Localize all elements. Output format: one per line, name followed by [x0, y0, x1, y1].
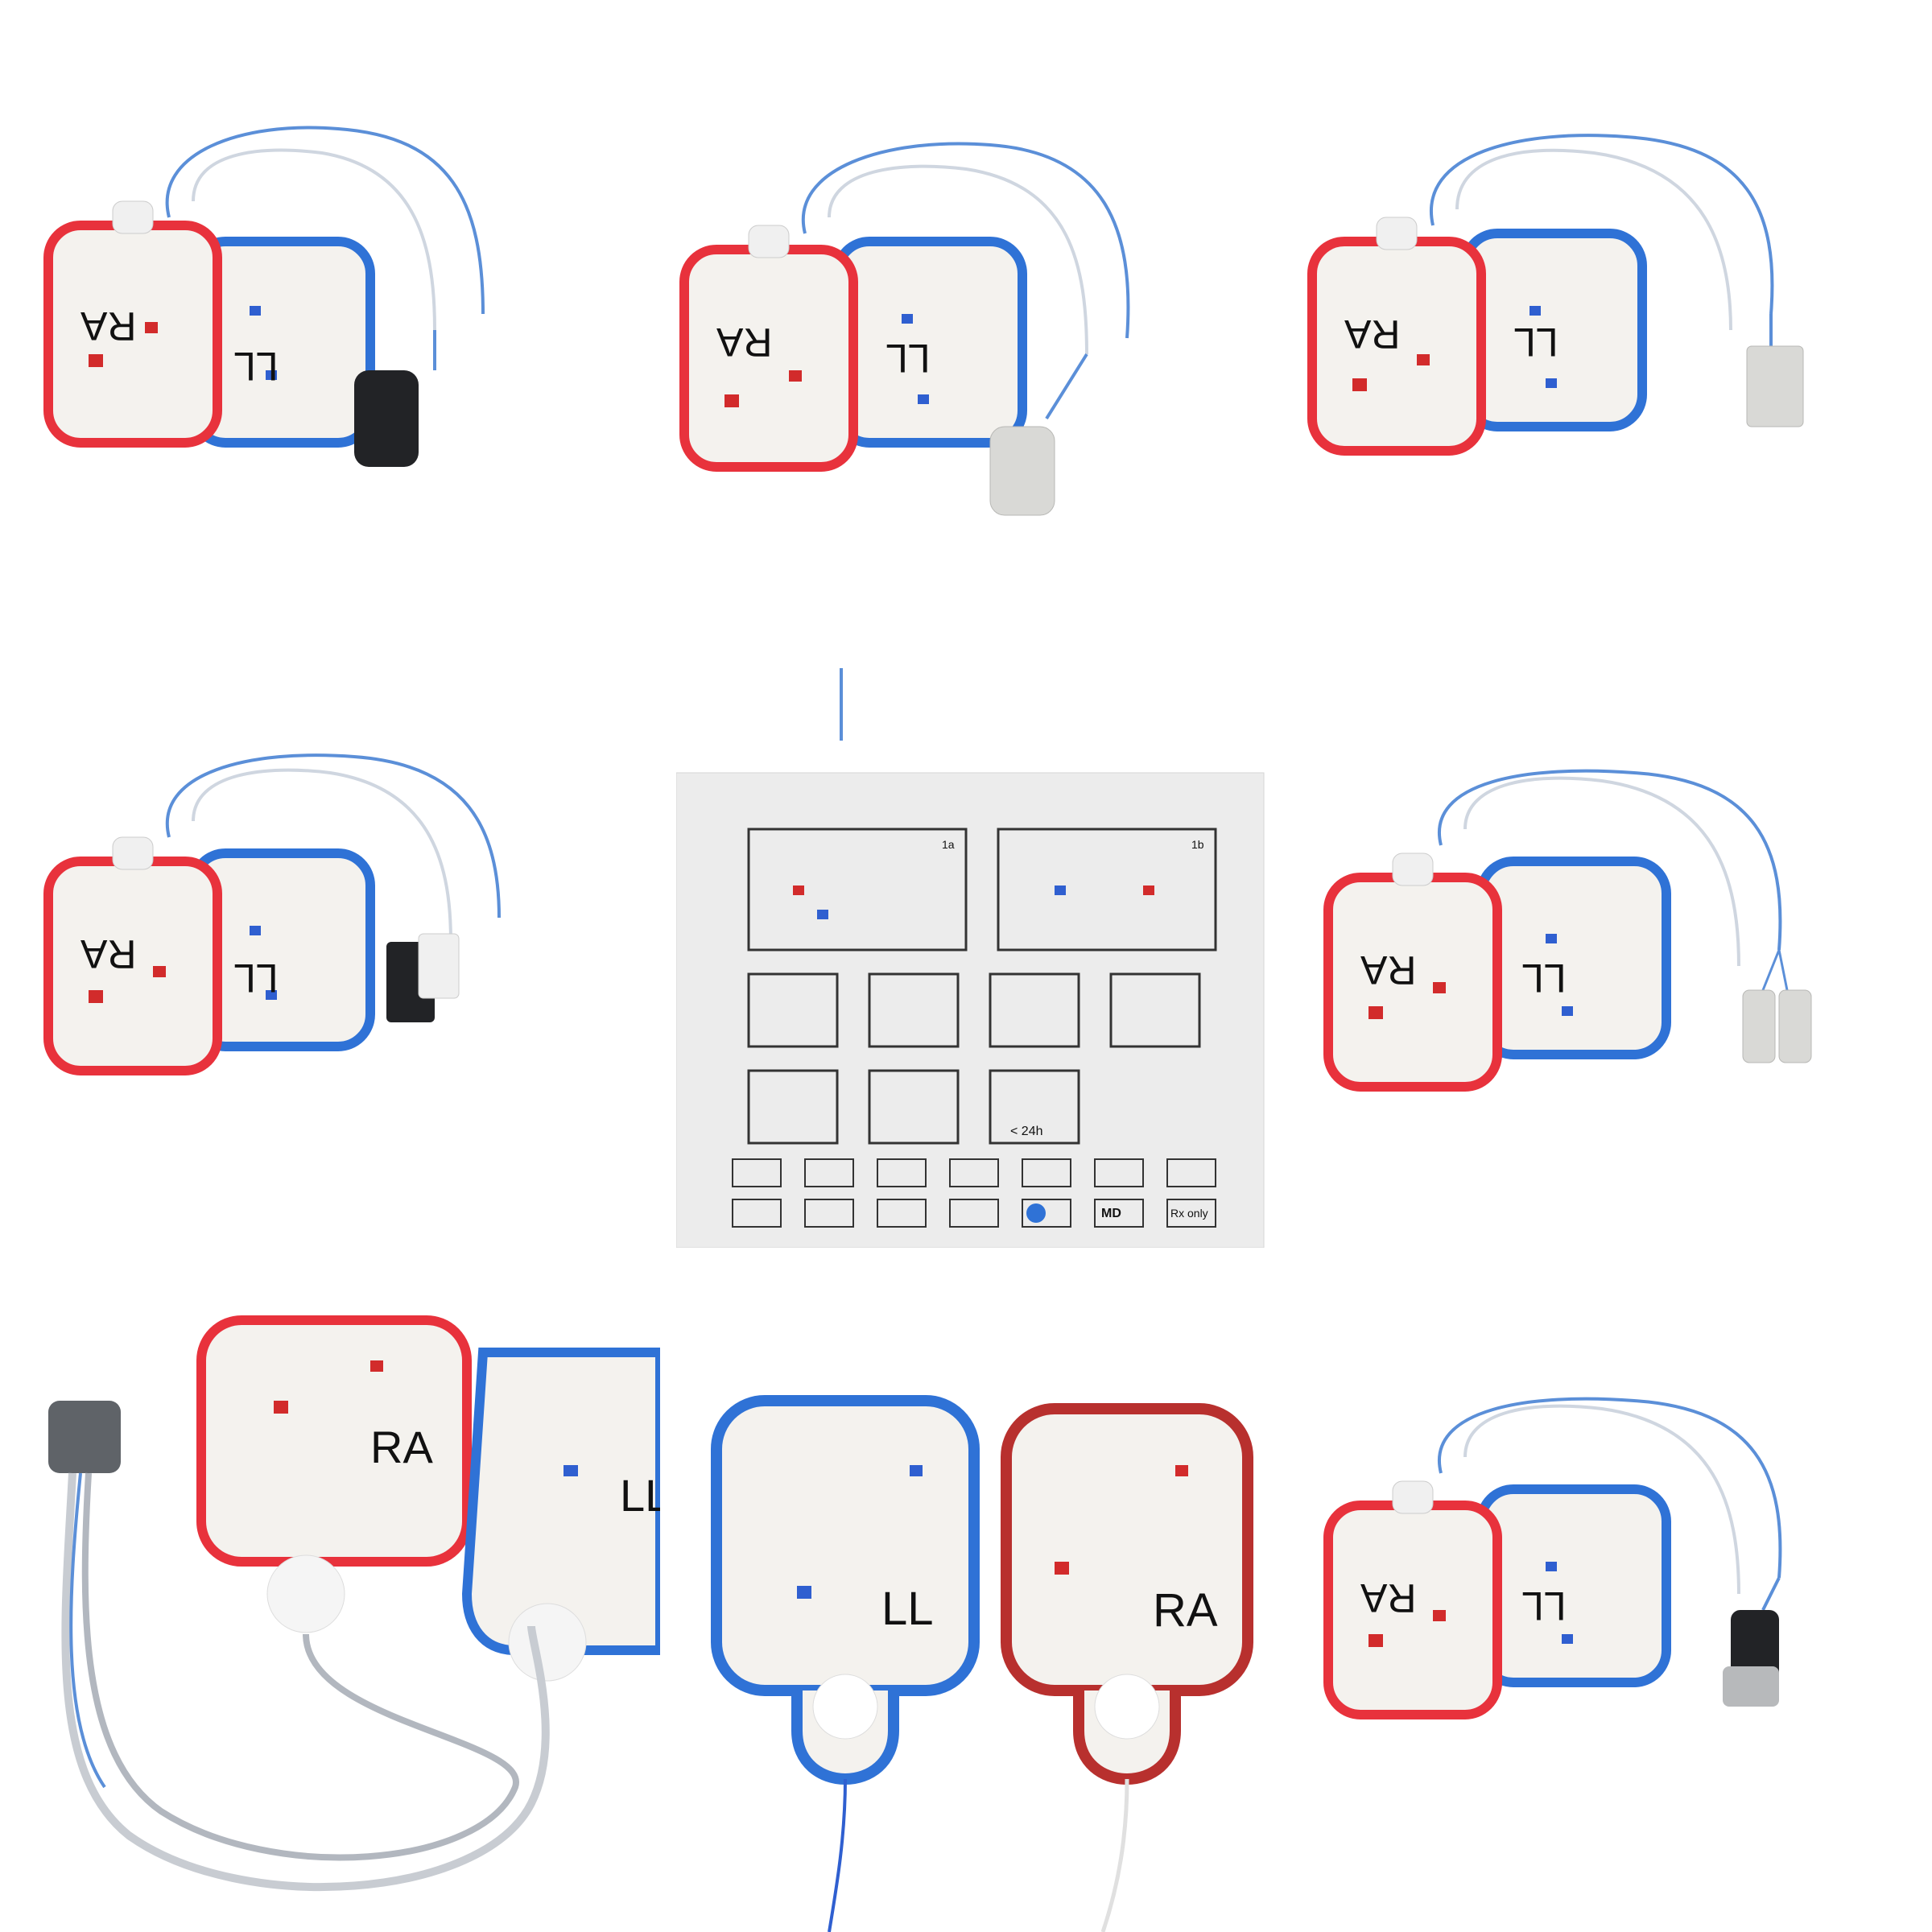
pouch-time-label: < 24h	[1010, 1125, 1043, 1138]
ra-label: RA	[1153, 1584, 1218, 1637]
circular-connector-plug	[48, 1401, 121, 1473]
pads-illustration	[43, 753, 501, 1075]
ll-label: LL	[881, 1583, 934, 1635]
ra-label: RA	[716, 320, 773, 365]
pads-illustration	[48, 1315, 660, 1892]
pads-illustration	[679, 142, 1130, 516]
grey-connector-plug	[989, 426, 1055, 516]
ll-label: LL	[233, 344, 279, 389]
ll-label: LL	[1513, 320, 1558, 365]
plug-connector-body	[1731, 1610, 1779, 1682]
ra-label: RA	[1360, 947, 1417, 993]
pin-connector-right	[1778, 989, 1812, 1063]
black-connector-plug	[354, 370, 419, 467]
product-photo-black-connector: RA LL	[32, 105, 604, 523]
ra-label: RA	[1360, 1575, 1417, 1620]
ll-label: LL	[620, 1470, 660, 1521]
product-photo-grey-connector: RA LL	[668, 129, 1264, 555]
pin-connector-left	[1742, 989, 1776, 1063]
ll-label: LL	[886, 336, 931, 381]
product-photo-square-connector: RA LL	[1296, 121, 1892, 539]
pads-illustration	[1323, 1397, 1782, 1719]
ra-label: RA	[80, 303, 137, 349]
product-photo-pads-front: LL RA	[700, 1385, 1264, 1932]
ll-label: LL	[1521, 956, 1567, 1001]
pouch-illustration	[676, 668, 1265, 1248]
product-photo-pouch: 1a 1b < 24h MD Rx only	[676, 668, 1272, 1248]
square-connector-plug	[1746, 345, 1804, 427]
pads-illustration	[43, 126, 485, 467]
pouch-step-1a: 1a	[942, 838, 955, 851]
pouch-step-1b: 1b	[1191, 838, 1204, 851]
ll-label: LL	[233, 956, 279, 1001]
product-photo-pin-connector: RA LL	[1304, 765, 1900, 1135]
pouch-md-label: MD	[1101, 1207, 1121, 1220]
pouch-rx-label: Rx only	[1170, 1207, 1208, 1220]
ra-label: RA	[80, 931, 137, 976]
pads-illustration	[1323, 769, 1812, 1092]
pads-illustration	[1307, 134, 1804, 456]
ra-label: RA	[370, 1422, 433, 1472]
pads-illustration	[711, 1395, 1253, 1932]
product-photo-plug-connector: RA LL	[1304, 1393, 1900, 1763]
ll-label: LL	[1521, 1583, 1567, 1629]
product-photo-socket-connector: RA LL	[32, 749, 620, 1119]
ra-label: RA	[1344, 312, 1401, 357]
product-photo-coiled-cable: RA LL	[32, 1304, 660, 1916]
